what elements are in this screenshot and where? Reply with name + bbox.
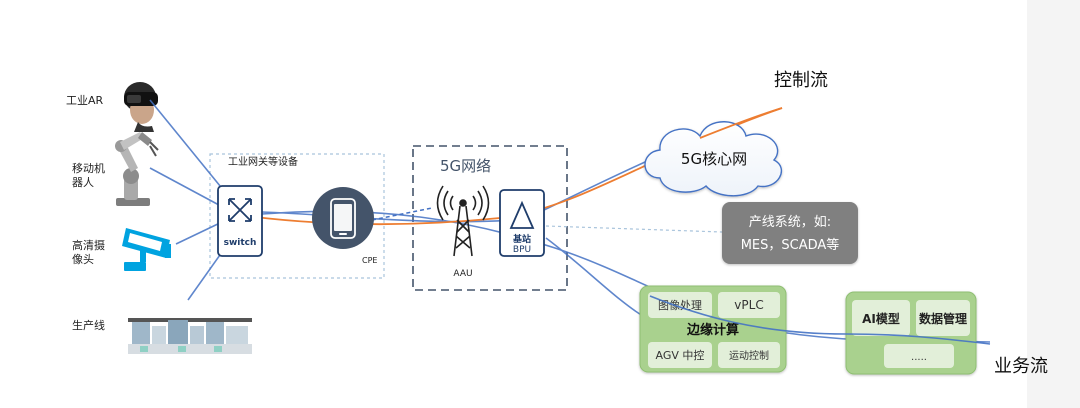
core-network-label: 5G核心网	[681, 150, 747, 168]
triangle-icon	[509, 200, 535, 229]
ai-cell-more	[884, 344, 954, 368]
bpu-label: BPU	[513, 245, 531, 255]
device-labels: 工业AR 移动机 器人 高清摄 像头 生产线	[66, 94, 105, 332]
production-system-line1: 产线系统，如:	[749, 214, 831, 230]
edge-cell-motion-control	[718, 342, 780, 368]
antenna-tower-icon	[436, 185, 490, 257]
network-5g-title: 5G网络	[440, 157, 491, 175]
edge-cell-image-processing-label: 图像处理	[658, 299, 702, 312]
robot-arm-icon	[115, 132, 159, 206]
core-network-cloud: 5G核心网	[644, 121, 782, 197]
network-5g-box	[412, 145, 568, 291]
gateway-group-box	[209, 153, 385, 279]
label-industrial-ar: 工业AR	[66, 94, 104, 107]
link-camera-switch	[175, 221, 223, 245]
edge-cell-agv-label: AGV 中控	[656, 348, 705, 362]
side-panel	[1027, 0, 1080, 408]
ai-cell-model	[852, 300, 910, 336]
switch-label: switch	[224, 238, 257, 248]
camera-icon	[122, 228, 171, 271]
edge-cell-agv	[648, 342, 712, 368]
switch-arrows-icon	[228, 198, 252, 222]
cpe-device: CPE	[312, 187, 377, 265]
control-flow-label: 控制流	[774, 70, 828, 91]
label-mobile-robot-2: 器人	[72, 176, 94, 189]
bpu-sublabel: 基站	[512, 233, 531, 245]
edge-title: 边缘计算	[686, 322, 739, 338]
label-hd-camera-1: 高清摄	[72, 238, 105, 252]
label-hd-camera-2: 像头	[72, 253, 94, 266]
link-switch-bpu	[261, 211, 515, 223]
ai-cell-more-label: .....	[911, 352, 927, 363]
cpe-label: CPE	[362, 256, 377, 265]
link-bpu-edge	[545, 237, 647, 319]
aau-label: AAU	[453, 269, 472, 279]
aau-device: AAU	[436, 185, 490, 279]
ai-box: AI模型 数据管理 .....	[845, 291, 977, 375]
edge-cell-motion-control-label: 运动控制	[729, 349, 769, 362]
link-bpu-production-system	[545, 225, 723, 233]
switch-device: switch	[217, 185, 263, 257]
production-line-icon	[128, 318, 252, 354]
business-flow-label: 业务流	[994, 356, 1048, 377]
phone-icon	[330, 198, 356, 239]
ai-cell-model-label: AI模型	[862, 311, 900, 326]
gateway-title: 工业网关等设备	[228, 155, 298, 168]
business-flow-tail	[649, 295, 991, 345]
production-system-box: 产线系统，如: MES，SCADA等	[722, 202, 858, 264]
ar-headset-icon	[124, 82, 158, 132]
edge-cell-vplc-label: vPLC	[734, 298, 763, 312]
cloud-icon	[644, 121, 782, 197]
link-cpe-aau	[371, 207, 433, 221]
control-flow-tail	[699, 107, 783, 139]
production-system-line2: MES，SCADA等	[741, 237, 840, 253]
edge-cell-vplc	[718, 292, 780, 318]
ai-cell-data-management-label: 数据管理	[919, 311, 967, 326]
bpu-device: 基站 BPU	[499, 189, 545, 257]
label-production-line: 生产线	[72, 318, 105, 332]
label-mobile-robot-1: 移动机	[72, 161, 105, 175]
edge-computing-box: 图像处理 vPLC 边缘计算 AGV 中控 运动控制	[639, 285, 787, 373]
ai-cell-data-management	[916, 300, 970, 336]
